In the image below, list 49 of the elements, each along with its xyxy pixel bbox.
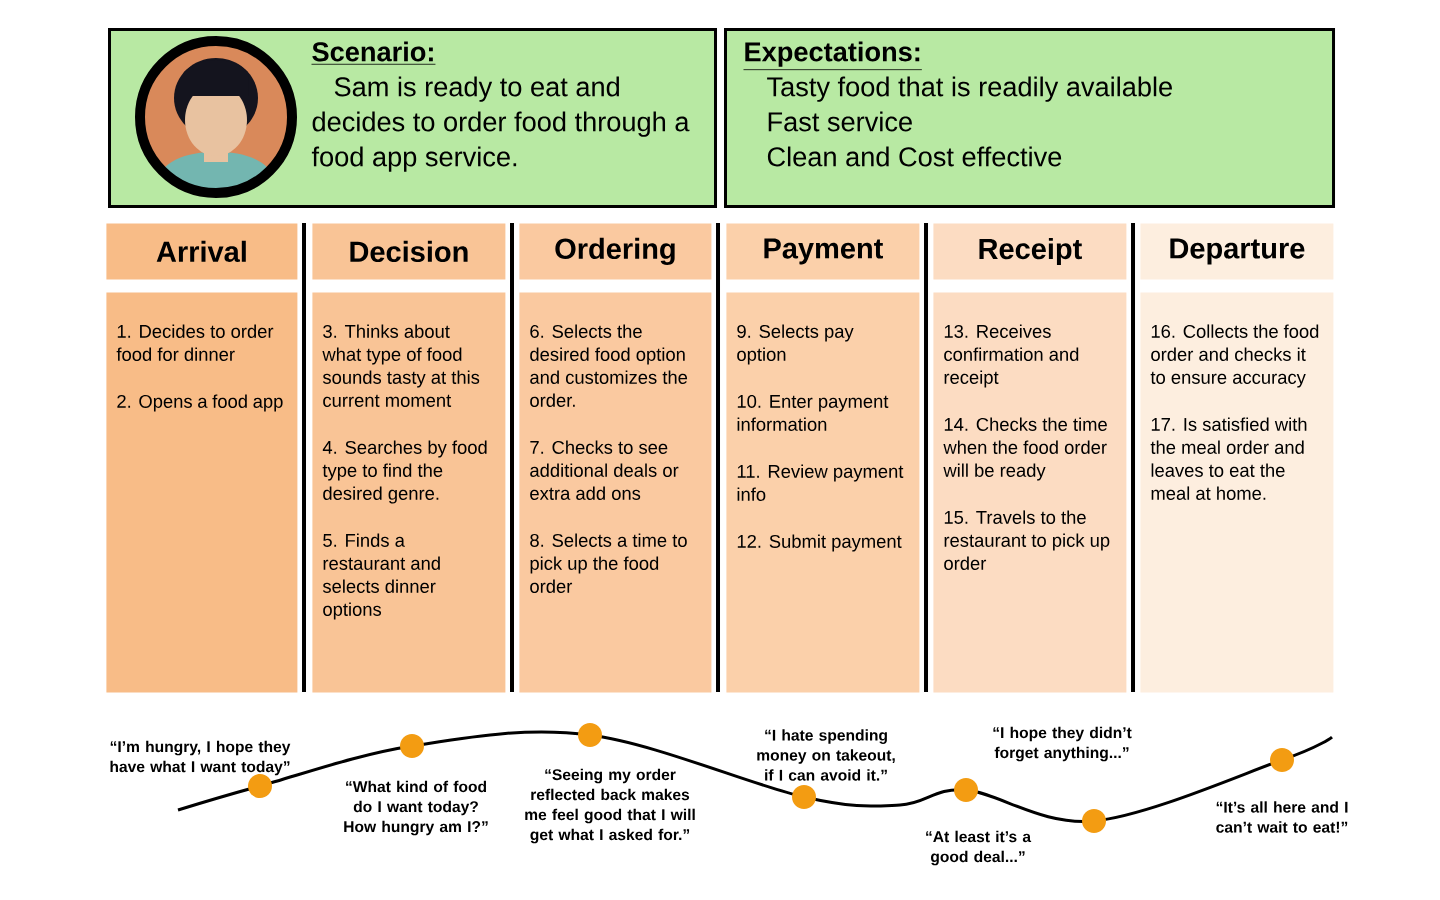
heading: Expectations:	[743, 41, 923, 71]
step-text: 5. Finds a restaurant and selects dinner options	[322, 533, 440, 620]
stage-title: Receipt	[979, 237, 1082, 265]
quote-text: “It’s all here and I can’t wait to eat!”	[1216, 801, 1348, 833]
stage-header	[312, 223, 506, 280]
scenario-panel	[724, 28, 1335, 208]
stage-header	[933, 223, 1127, 280]
stage-title: Ordering	[555, 237, 675, 265]
stage-header	[726, 223, 920, 280]
quote-text: “I hope they didn’t forget anything...”	[993, 726, 1132, 762]
body-text: Sam is ready to eat and decides to order food through a food app service.	[311, 76, 690, 172]
body-text: Clean and Cost effective	[767, 146, 1062, 167]
step-text: 16. Collects the food order and checks it to ensure accuracy	[1150, 324, 1319, 388]
body-text: Fast service	[768, 111, 912, 132]
step-text: 6. Selects the desired food option and customizes the order.	[530, 324, 688, 407]
step-text: 17. Is satisfied with the meal order and leaves to eat the meal at home.	[1150, 417, 1307, 500]
step-text: 7. Checks to see additional deals or extra add ons	[530, 440, 679, 500]
step-text: 9. Selects pay option	[737, 324, 854, 365]
stage-header	[519, 223, 712, 280]
stage-card	[726, 292, 920, 693]
step-text: 10. Enter payment information	[737, 394, 889, 431]
stage-title: Departure	[1170, 238, 1305, 265]
step-text: 8. Selects a time to pick up the food order	[530, 533, 687, 593]
stage-card	[1140, 292, 1334, 693]
stage-title: Payment	[764, 238, 883, 265]
stage-title: Decision	[350, 240, 468, 263]
stage-card	[933, 292, 1127, 693]
step-text: 11. Review payment info	[737, 464, 904, 501]
stage-title: Arrival	[156, 240, 246, 263]
stage-header	[106, 223, 298, 280]
step-text: 12. Submit payment	[737, 534, 902, 552]
quote-text: “I’m hungry, I hope they have what I want today”	[110, 740, 291, 776]
stage-card	[312, 292, 506, 693]
step-text: 1. Decides to order food for dinner	[116, 324, 274, 361]
step-text: 15. Travels to the restaurant to pick up order	[944, 510, 1110, 570]
stage-card	[106, 292, 298, 693]
quote-text: “At least it’s a good deal...”	[926, 830, 1032, 866]
step-text: 14. Checks the time when the food order will be ready	[943, 417, 1107, 481]
step-text: 13. Receives confirmation and receipt	[944, 324, 1079, 388]
heading: Scenario:	[311, 41, 436, 65]
step-text: 4. Searches by food type to find the desired genre.	[322, 440, 487, 504]
quote-text: “Seeing my order reflected back makes me feel good that I will get what I asked for.”	[525, 768, 695, 844]
step-text: 2. Opens a food app	[117, 394, 283, 412]
step-text: 3. Thinks about what type of food sounds tasty at this current moment	[322, 324, 480, 407]
stage-header	[1140, 223, 1334, 280]
quote-text: “I hate spending money on takeout, if I can avoid it.”	[757, 729, 895, 781]
body-text: Tasty food that is readily available	[767, 76, 1172, 102]
quote-text: “What kind of food do I want today? How hungry am I?”	[344, 780, 488, 836]
stage-card	[519, 292, 712, 693]
